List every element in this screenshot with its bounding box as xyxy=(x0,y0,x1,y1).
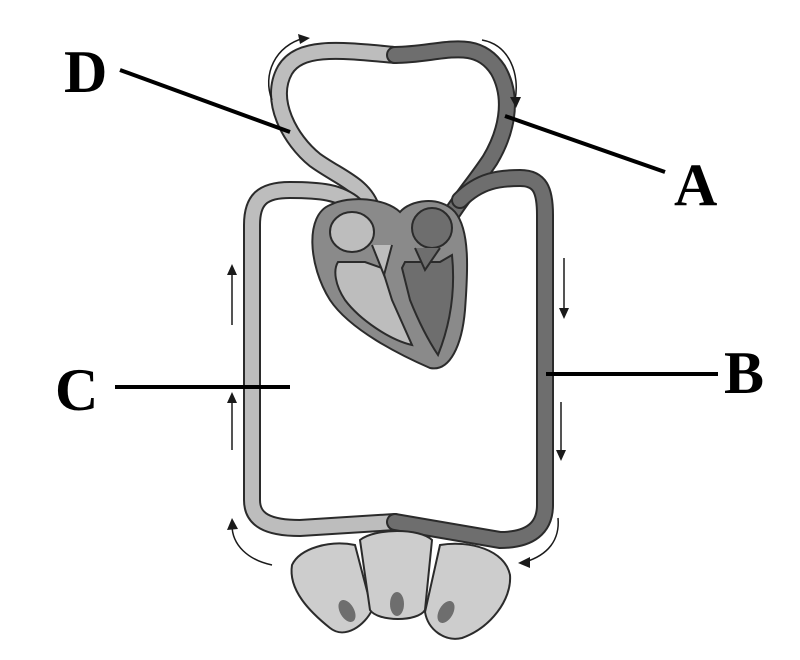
systemic-circuit xyxy=(243,168,554,550)
arrow-left-up-1-head xyxy=(227,264,237,275)
label-c: C xyxy=(55,357,98,423)
arrow-right-down-2-head xyxy=(556,450,566,461)
systemic-artery-vessel xyxy=(388,170,552,548)
leader-line-a xyxy=(504,114,666,174)
nucleus-middle xyxy=(390,592,404,616)
tissue-cell-middle xyxy=(358,530,434,620)
label-b: B xyxy=(724,340,764,406)
tissue-cell-right xyxy=(423,542,512,640)
tissue-cell-left xyxy=(290,542,374,634)
labels: D A C B xyxy=(55,39,764,423)
arrow-bottom-right xyxy=(524,517,559,563)
nucleus-left xyxy=(338,600,356,622)
arrow-bottom-right-head xyxy=(518,557,530,568)
label-d: D xyxy=(64,39,107,105)
flow-arrows xyxy=(227,34,569,568)
leader-lines xyxy=(115,68,718,389)
arrow-right-down-1-head xyxy=(559,308,569,319)
right-valve xyxy=(371,244,393,279)
nucleus-right xyxy=(437,601,455,623)
left-valve xyxy=(414,247,441,273)
arrow-bottom-left-head xyxy=(227,518,238,530)
arrow-top-left xyxy=(267,37,306,101)
right-atrium xyxy=(329,211,375,253)
label-a: A xyxy=(674,152,717,218)
left-atrium xyxy=(411,207,453,249)
systemic-vein-vessel xyxy=(245,182,402,536)
tissue-cells xyxy=(290,530,512,640)
arrow-left-up-2-head xyxy=(227,392,237,403)
arrow-top-left-head xyxy=(298,34,310,44)
arrow-bottom-left xyxy=(231,524,273,566)
left-ventricle xyxy=(400,253,455,358)
pulmonary-vein-vessel xyxy=(272,43,402,247)
heart xyxy=(311,198,469,370)
arrow-top-right xyxy=(481,39,517,101)
leader-line-d xyxy=(119,68,291,134)
right-ventricle xyxy=(334,261,414,347)
arrow-top-right-head xyxy=(510,97,521,108)
